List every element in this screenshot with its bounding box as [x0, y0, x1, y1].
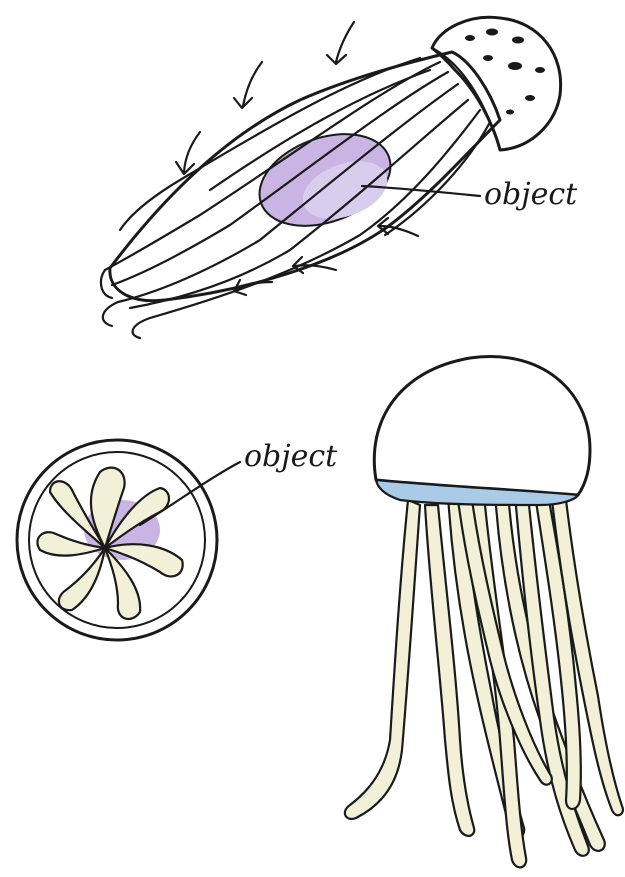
arrow-icon [176, 132, 200, 174]
jellyfish-cross-section: object [17, 439, 338, 640]
arrow-icon [327, 22, 354, 64]
jellyfish-top-bell [432, 17, 561, 150]
cross-section-object-label: object [244, 439, 338, 474]
jellyfish-right-bell [374, 357, 590, 495]
arrow-icon [234, 62, 262, 108]
jellyfish-right-bell-rim [376, 480, 578, 505]
jellyfish-right-tentacles [345, 492, 623, 867]
jellyfish-right [345, 357, 623, 868]
jellyfish-top-object-label: object [484, 177, 578, 212]
jellyfish-top: object [101, 17, 578, 338]
jellyfish-top-bell-spots [465, 29, 545, 115]
